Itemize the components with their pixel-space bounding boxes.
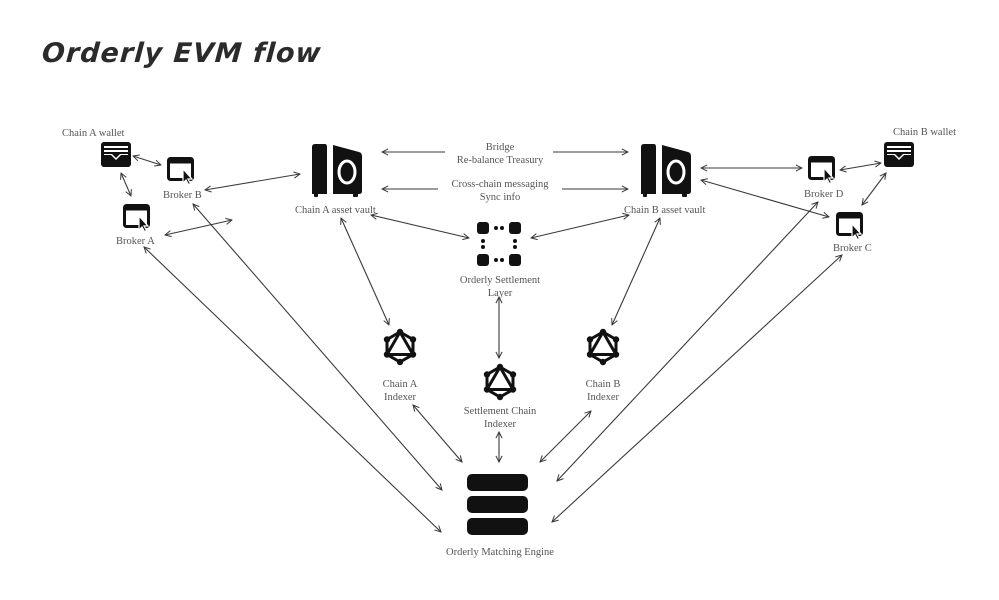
chain-a-wallet-node[interactable]: [101, 142, 131, 167]
chain-a-indexer-node[interactable]: [383, 328, 417, 366]
browser-cursor-icon: [836, 212, 863, 241]
matching-engine-label: Orderly Matching Engine: [446, 547, 554, 558]
chain-b-wallet-node[interactable]: [884, 142, 914, 167]
messaging-label-line2: Sync info: [479, 192, 521, 203]
settlement-indexer-label-line2: Indexer: [483, 419, 517, 430]
browser-cursor-icon: [808, 156, 835, 185]
chain-a-vault-label: Chain A asset vault: [295, 205, 376, 216]
settlement-indexer-label: Settlement Chain Indexer: [452, 405, 548, 431]
edge-chain-b-indexer-to-matching-engine: [540, 411, 591, 462]
graphql-icon: [586, 328, 620, 366]
chain-b-indexer-node[interactable]: [586, 328, 620, 366]
settlement-layer-label: Orderly Settlement Layer: [448, 274, 552, 300]
chain-a-indexer-label-line1: Chain A: [382, 379, 418, 390]
graphql-icon: [383, 328, 417, 366]
browser-cursor-icon: [123, 204, 150, 233]
edge-chain-b-wallet-to-broker-d: [840, 163, 881, 170]
settlement-layer-node[interactable]: [477, 222, 521, 266]
settlement-layer-label-line2: Layer: [487, 288, 513, 299]
wallet-icon: [101, 142, 131, 167]
network-nodes-icon: [477, 222, 521, 266]
broker-d-label: Broker D: [804, 189, 844, 200]
chain-b-indexer-label-line1: Chain B: [585, 379, 621, 390]
settlement-indexer-node[interactable]: [483, 363, 517, 401]
chain-b-wallet-label: Chain B wallet: [893, 127, 956, 138]
broker-a-label: Broker A: [116, 236, 155, 247]
bridge-edge-label: Bridge Re-balance Treasury: [450, 141, 550, 167]
chain-b-indexer-label-line2: Indexer: [586, 392, 620, 403]
chain-a-vault-node[interactable]: [312, 144, 362, 197]
settlement-layer-label-line1: Orderly Settlement: [459, 275, 541, 286]
edge-chain-a-wallet-to-broker-a: [121, 173, 131, 196]
broker-b-label: Broker B: [163, 190, 202, 201]
wallet-icon: [884, 142, 914, 167]
edge-broker-d-to-matching-engine: [557, 202, 818, 481]
broker-d-node[interactable]: [808, 156, 835, 185]
vault-icon: [312, 144, 362, 197]
chain-a-indexer-label-line2: Indexer: [383, 392, 417, 403]
edge-chain-a-wallet-to-broker-b: [133, 156, 161, 165]
chain-b-vault-node[interactable]: [641, 144, 691, 197]
broker-b-node[interactable]: [167, 157, 194, 186]
chain-b-indexer-label: Chain B Indexer: [573, 378, 633, 404]
edge-chain-b-wallet-to-broker-c: [862, 173, 886, 205]
edge-chain-a-indexer-to-matching-engine: [413, 405, 462, 462]
broker-c-label: Broker C: [833, 243, 872, 254]
edge-broker-b-to-chain-a-vault: [205, 174, 300, 190]
broker-a-node[interactable]: [123, 204, 150, 233]
bridge-label-line1: Bridge: [485, 142, 515, 153]
graphql-icon: [483, 363, 517, 401]
vault-icon: [641, 144, 691, 197]
edge-broker-b-to-matching-engine: [193, 204, 442, 490]
bridge-label-line2: Re-balance Treasury: [456, 155, 544, 166]
browser-cursor-icon: [167, 157, 194, 186]
chain-b-vault-label: Chain B asset vault: [624, 205, 706, 216]
broker-c-node[interactable]: [836, 212, 863, 241]
chain-a-wallet-label: Chain A wallet: [62, 128, 125, 139]
matching-engine-node[interactable]: [467, 474, 528, 535]
edge-group: [121, 152, 886, 532]
messaging-label-line1: Cross-chain messaging: [451, 179, 549, 190]
chain-a-indexer-label: Chain A Indexer: [370, 378, 430, 404]
settlement-indexer-label-line1: Settlement Chain: [463, 406, 537, 417]
database-stack-icon: [467, 474, 528, 535]
messaging-edge-label: Cross-chain messaging Sync info: [440, 178, 560, 204]
